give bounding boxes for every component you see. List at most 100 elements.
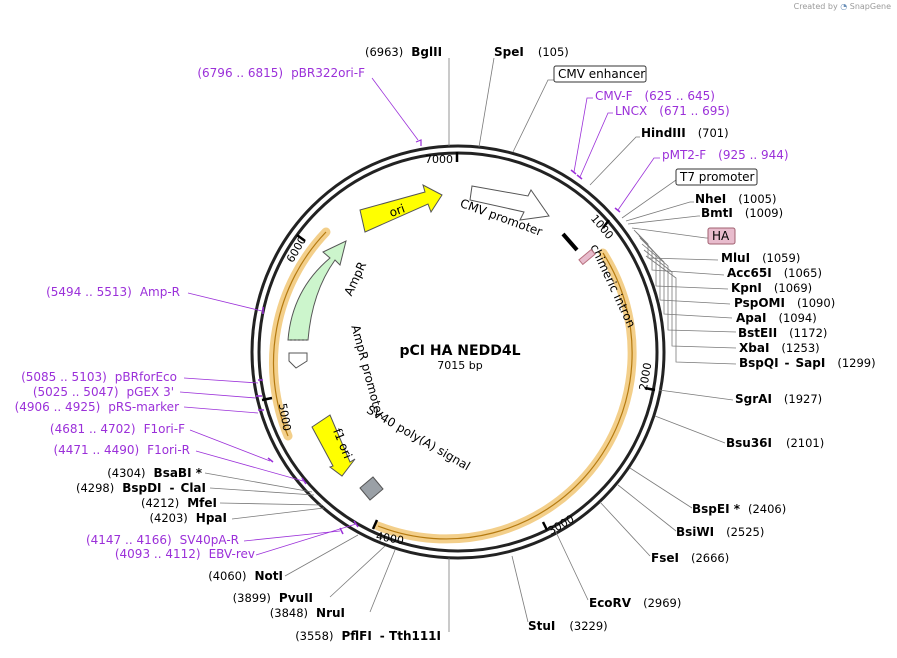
primer-labels: (6796 .. 6815)pBR322ori-F CMV-F(625 .. 6… <box>15 66 789 561</box>
site-pos: (1069) <box>774 281 812 295</box>
site-name: Acc65I <box>727 266 772 280</box>
leader-spei <box>478 57 495 148</box>
primer-pbrforeco: (5085 .. 5103)pBRforEco <box>21 370 177 384</box>
nedd4l-orf-line <box>377 252 633 540</box>
primer-name: pMT2-F <box>662 148 706 162</box>
site-separator: - <box>170 481 175 495</box>
site-name: HindIII <box>641 126 686 140</box>
site-mfei: (4212)MfeI <box>141 496 217 510</box>
site-fsei: FseI(2666) <box>651 551 729 565</box>
site-pos: (4304) <box>107 466 145 480</box>
primer-range: (5085 .. 5103) <box>21 370 107 384</box>
site-name: NheI <box>695 192 726 206</box>
leader-apai <box>639 237 733 319</box>
tick-4000 <box>371 519 379 530</box>
site-name: BsaBI * <box>154 466 203 480</box>
site-name: PflFI <box>341 629 371 643</box>
tick-1000 <box>602 219 610 229</box>
primer-lncx: LNCX(671 .. 695) <box>615 104 730 118</box>
site-ecorv: EcoRV (2969) <box>589 596 681 610</box>
mark-f1ori-r <box>301 477 307 485</box>
site-name: PvuII <box>279 591 313 605</box>
snapgene-logo: ◔ <box>840 2 848 11</box>
primer-name: F1ori-F <box>144 422 185 436</box>
primer-name: pGEX 3' <box>127 385 174 399</box>
primer-name: SV40pA-R <box>180 533 239 547</box>
site-apai: ApaI(1094) <box>736 311 817 325</box>
site-name: MfeI <box>187 496 217 510</box>
leader-ecorv <box>554 529 589 601</box>
sv40-polya-box <box>359 476 384 501</box>
site-pos: (1059) <box>762 251 800 265</box>
leader-amp-r <box>187 292 263 312</box>
mark-f1ori-f <box>267 457 274 463</box>
site-nrui: (3848)NruI <box>270 606 345 620</box>
leader-nrui <box>369 549 396 613</box>
site-name: BstEII <box>738 326 777 340</box>
boxed-features: CMV enhancer T7 promoter HA <box>553 65 758 245</box>
site-pos: (3558) <box>295 629 333 643</box>
plasmid-name: pCI HA NEDD4L <box>400 343 521 359</box>
cmv-promoter-arrow <box>469 185 550 221</box>
leader-nhei <box>625 201 694 222</box>
site-sgrai: SgrAI(1927) <box>735 392 822 406</box>
site-pos: (1094) <box>778 311 816 325</box>
credit-prefix: Created by <box>793 2 838 11</box>
primer-range: (4906 .. 4925) <box>15 400 101 414</box>
credit-brand: SnapGene <box>849 2 891 11</box>
primer-ebv-rev: (4093 .. 4112)EBV-rev <box>115 547 255 561</box>
ha-label: HA <box>712 229 730 243</box>
primer-f1ori-f: (4681 .. 4702)F1ori-F <box>50 422 185 436</box>
site-pos: (3899) <box>233 591 271 605</box>
primer-cmv-f: CMV-F(625 .. 645) <box>595 89 715 103</box>
site-bsteii: BstEII(1172) <box>738 326 827 340</box>
site-pos: (1005) <box>738 192 776 206</box>
leader-bspdi <box>209 487 315 496</box>
leader-hindiii <box>589 136 640 186</box>
site-pos: (1065) <box>784 266 822 280</box>
site-name: KpnI <box>731 281 762 295</box>
site-name: EcoRV <box>589 596 632 610</box>
site-stui: StuI(3229) <box>528 619 608 633</box>
site-pos: (105) <box>538 45 569 59</box>
leader-noti <box>284 534 359 577</box>
primer-name: EBV-rev <box>209 547 255 561</box>
site-name: NruI <box>316 606 345 620</box>
ring-number-2000: 2000 <box>637 362 655 392</box>
site-pos: (4203) <box>150 511 188 525</box>
leader-f1ori-r <box>195 450 304 482</box>
mark-lncx <box>576 174 583 180</box>
site-noti: (4060)NotI <box>208 569 283 583</box>
t7-promoter-box <box>675 168 758 186</box>
ampr-promoter-label: AmpR promoter <box>348 323 386 419</box>
site-nhei: NheI (1005) <box>695 192 776 206</box>
primer-leaders <box>179 77 660 556</box>
tick-2000 <box>644 386 656 392</box>
ring-number-3000: 3000 <box>546 512 577 537</box>
site-separator: - <box>380 629 385 643</box>
ring-number-7000: 7000 <box>425 153 453 166</box>
ampr-promoter-arrow <box>288 352 308 369</box>
site-pos: (1299) <box>837 356 875 370</box>
site-bsiwi: BsiWI(2525) <box>676 525 764 539</box>
mark-cmv-f <box>570 169 577 175</box>
site-bspei: BspEI *(2406) <box>692 502 786 516</box>
primer-range: (671 .. 695) <box>659 104 729 118</box>
leader-fsei <box>599 501 651 557</box>
cmv-enhancer-label: CMV enhancer <box>558 67 645 81</box>
site-bsu36i: Bsu36I(2101) <box>726 436 824 450</box>
primer-pmt2-f: pMT2-F(925 .. 944) <box>662 148 789 162</box>
leader-bmti <box>627 215 700 225</box>
plasmid-length: 7015 bp <box>437 359 482 372</box>
site-pos: (2969) <box>643 596 681 610</box>
leader-bsteii <box>641 243 737 333</box>
site-pos: (1927) <box>784 392 822 406</box>
site-pos: (2406) <box>748 502 786 516</box>
leader-pmt2-f <box>617 157 660 211</box>
leader-sgrai <box>658 389 734 401</box>
leader-t7 <box>621 179 678 219</box>
leader-f1ori-f <box>189 429 271 462</box>
cmv-enhancer-box <box>553 65 647 83</box>
primer-name: F1ori-R <box>147 443 190 457</box>
f1-ori-arrow <box>311 414 356 477</box>
